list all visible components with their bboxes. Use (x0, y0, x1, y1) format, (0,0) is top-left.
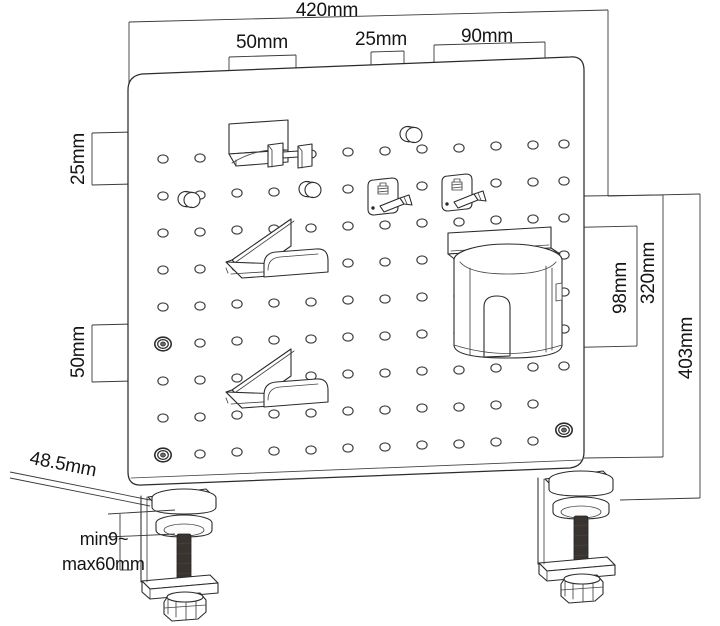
clamp-right (537, 470, 616, 604)
hook-right (441, 173, 487, 212)
dim-label-25mm-left: 25mm (68, 133, 89, 185)
dim-label-403mm: 403mm (676, 317, 697, 379)
dimension-labels: 420mm 50mm 25mm 90mm 25mm 50mm 98mm 320m… (28, 0, 697, 574)
peg-stud-b (298, 180, 322, 199)
hook-left (367, 177, 413, 216)
phone-stand-top (225, 218, 329, 279)
dim-label-50mm-top: 50mm (236, 32, 288, 53)
dim-label-48-5mm: 48.5mm (28, 448, 98, 481)
mounting-screws (154, 336, 573, 463)
screw-lower-left (154, 447, 173, 463)
screw-lower-right (554, 422, 573, 438)
clamp-left (140, 488, 219, 622)
peg-stud-a (177, 190, 201, 209)
dim-label-50mm-left: 50mm (68, 326, 89, 378)
peg-studs (177, 125, 423, 209)
dim-label-clamp-max: max60mm (62, 554, 145, 574)
dim-label-320mm: 320mm (638, 242, 659, 304)
dim-label-25mm-top: 25mm (355, 29, 407, 50)
screw-upper-left (154, 336, 173, 352)
clamp-dimension-lines (9, 471, 176, 571)
dim-label-90mm: 90mm (461, 26, 513, 47)
dim-label-clamp-min: min9~ (80, 529, 129, 549)
dim-label-width-420: 420mm (296, 0, 358, 21)
phone-stand-low (225, 348, 329, 409)
cup-holder (447, 226, 563, 359)
cable-bracket (228, 119, 313, 169)
peg-stud-c (399, 125, 423, 144)
dim-label-98mm: 98mm (610, 262, 631, 314)
